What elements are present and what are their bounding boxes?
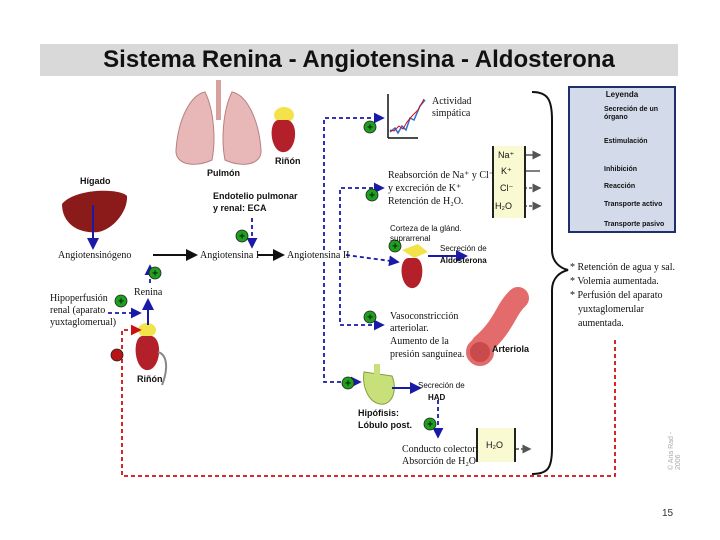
label-higado: Hígado xyxy=(80,176,111,186)
title-bar: Sistema Renina - Angiotensina - Aldoster… xyxy=(40,44,678,76)
label-angiotensina2: Angiotensina II xyxy=(287,250,350,261)
plus-marker xyxy=(148,266,162,280)
sympathetic-graph xyxy=(387,94,426,139)
plus-marker-sign: + xyxy=(239,232,245,243)
label-vaso-2: arteriolar. xyxy=(390,323,429,334)
arrow-ang2-to-pituitary xyxy=(323,262,362,388)
ion-label-h2o-bottom: H₂O xyxy=(486,440,503,450)
effect-1: * Retención de agua y sal. xyxy=(570,262,675,273)
plus-marker xyxy=(423,417,437,431)
collecting-duct-box: H₂O xyxy=(476,428,516,462)
plus-marker-sign: + xyxy=(427,420,433,431)
plus-marker xyxy=(363,310,377,324)
legend-reaction: Reacción xyxy=(604,183,636,190)
plus-marker xyxy=(341,376,355,390)
plus-marker xyxy=(365,188,379,202)
label-secrecion-aldo-1: Secreción de xyxy=(440,244,487,253)
kidney-bottom-illustration xyxy=(135,323,168,386)
label-reabsorcion-3: Retención de H₂O. xyxy=(388,196,464,207)
page-title: Sistema Renina - Angiotensina - Aldoster… xyxy=(103,46,615,73)
effect-4: yuxtaglomerular xyxy=(578,304,645,315)
plus-marker-sign: + xyxy=(367,313,373,324)
label-renina: Renina xyxy=(134,287,163,298)
label-hipoperfusion-2: renal (aparato xyxy=(50,305,106,316)
label-reabsorcion-1: Reabsorción de Na⁺ y Cl⁻ xyxy=(388,170,495,181)
kidney-adrenal-illustration xyxy=(401,244,428,289)
ion-transport-box: Na⁺ K⁺ Cl⁻ H₂O xyxy=(492,146,526,218)
ion-label-cl: Cl⁻ xyxy=(500,183,514,193)
effects-brace xyxy=(531,91,569,475)
arrow-ang2-to-adrenal xyxy=(345,254,400,267)
label-actividad-2: simpática xyxy=(432,108,471,119)
label-arteriola: Arteriola xyxy=(492,344,530,354)
legend-active-transport: Transporte activo xyxy=(604,201,663,208)
plus-marker xyxy=(388,239,402,253)
copyright: © Aria Rad - 2006 xyxy=(668,431,682,470)
label-vaso-4: presión sanguínea. xyxy=(390,349,465,360)
arrow-feedback-inhibition xyxy=(121,324,616,477)
legend-title: Leyenda xyxy=(605,90,639,99)
liver-illustration xyxy=(62,190,128,233)
arteriole-illustration xyxy=(466,287,529,366)
label-reabsorcion-2: y excreción de K⁺ xyxy=(388,183,462,194)
label-corteza-1: Corteza de la glánd. xyxy=(390,224,462,233)
minus-marker xyxy=(110,348,124,362)
label-pulmon: Pulmón xyxy=(207,168,240,178)
ion-label-na: Na⁺ xyxy=(498,150,515,160)
effect-2: * Volemia aumentada. xyxy=(570,276,659,287)
legend: Leyenda Secreción de un órgano Estimulac… xyxy=(568,86,676,233)
legend-secretion: Secreción de un órgano xyxy=(604,106,659,121)
arrow-ang2-to-sympathetic xyxy=(323,112,385,250)
label-angiotensinogeno: Angiotensinógeno xyxy=(58,250,132,261)
label-hipoperfusion-1: Hipoperfusión xyxy=(50,293,108,304)
label-actividad-1: Actividad xyxy=(432,96,472,107)
label-angiotensina1: Angiotensina I xyxy=(200,250,260,261)
label-vaso-3: Aumento de la xyxy=(390,336,449,347)
arrow-ang2-to-vasoconstriction xyxy=(339,262,385,331)
effect-5: aumentada. xyxy=(578,318,624,329)
lung-illustration xyxy=(175,80,262,165)
plus-marker xyxy=(114,294,128,308)
legend-inhibition: Inhibición xyxy=(604,166,638,173)
plus-marker xyxy=(363,120,377,134)
label-rinon-bottom: Riñón xyxy=(137,374,163,384)
kidney-top-illustration xyxy=(271,107,296,153)
plus-marker-sign: + xyxy=(392,242,398,253)
legend-stimulation: Estimulación xyxy=(604,138,648,145)
slide-number: 15 xyxy=(662,508,674,519)
legend-passive-transport: Transporte pasivo xyxy=(604,221,665,228)
pituitary-illustration xyxy=(363,364,395,405)
plus-marker-sign: + xyxy=(369,191,375,202)
label-rinon-top: Riñón xyxy=(275,156,301,166)
plus-marker xyxy=(235,229,249,243)
label-secrecion-had-2: HAD xyxy=(428,393,446,402)
label-hipofisis-2: Lóbulo post. xyxy=(358,420,412,430)
label-secrecion-had-1: Secreción de xyxy=(418,381,465,390)
effect-3: * Perfusión del aparato xyxy=(570,290,663,301)
ion-label-k: K⁺ xyxy=(501,166,512,176)
label-hipoperfusion-3: yuxtaglomerual) xyxy=(50,317,117,328)
label-hipofisis-1: Hipófisis: xyxy=(358,408,400,418)
plus-marker-sign: + xyxy=(367,123,373,134)
ion-label-h2o: H₂O xyxy=(495,201,512,211)
label-conducto-1: Conducto colector: xyxy=(402,444,479,455)
label-secrecion-aldo-2: Aldosterona xyxy=(440,256,487,265)
plus-marker-sign: + xyxy=(118,297,124,308)
label-corteza-2: suprarrenal xyxy=(390,234,431,243)
label-endotelio: Endotelio pulmonar y renal: ECA xyxy=(213,191,298,213)
plus-marker-sign: + xyxy=(345,379,351,390)
plus-marker-sign: + xyxy=(152,269,158,280)
label-conducto-2: Absorción de H₂O xyxy=(402,456,477,467)
label-vaso-1: Vasoconstricción xyxy=(390,311,459,322)
